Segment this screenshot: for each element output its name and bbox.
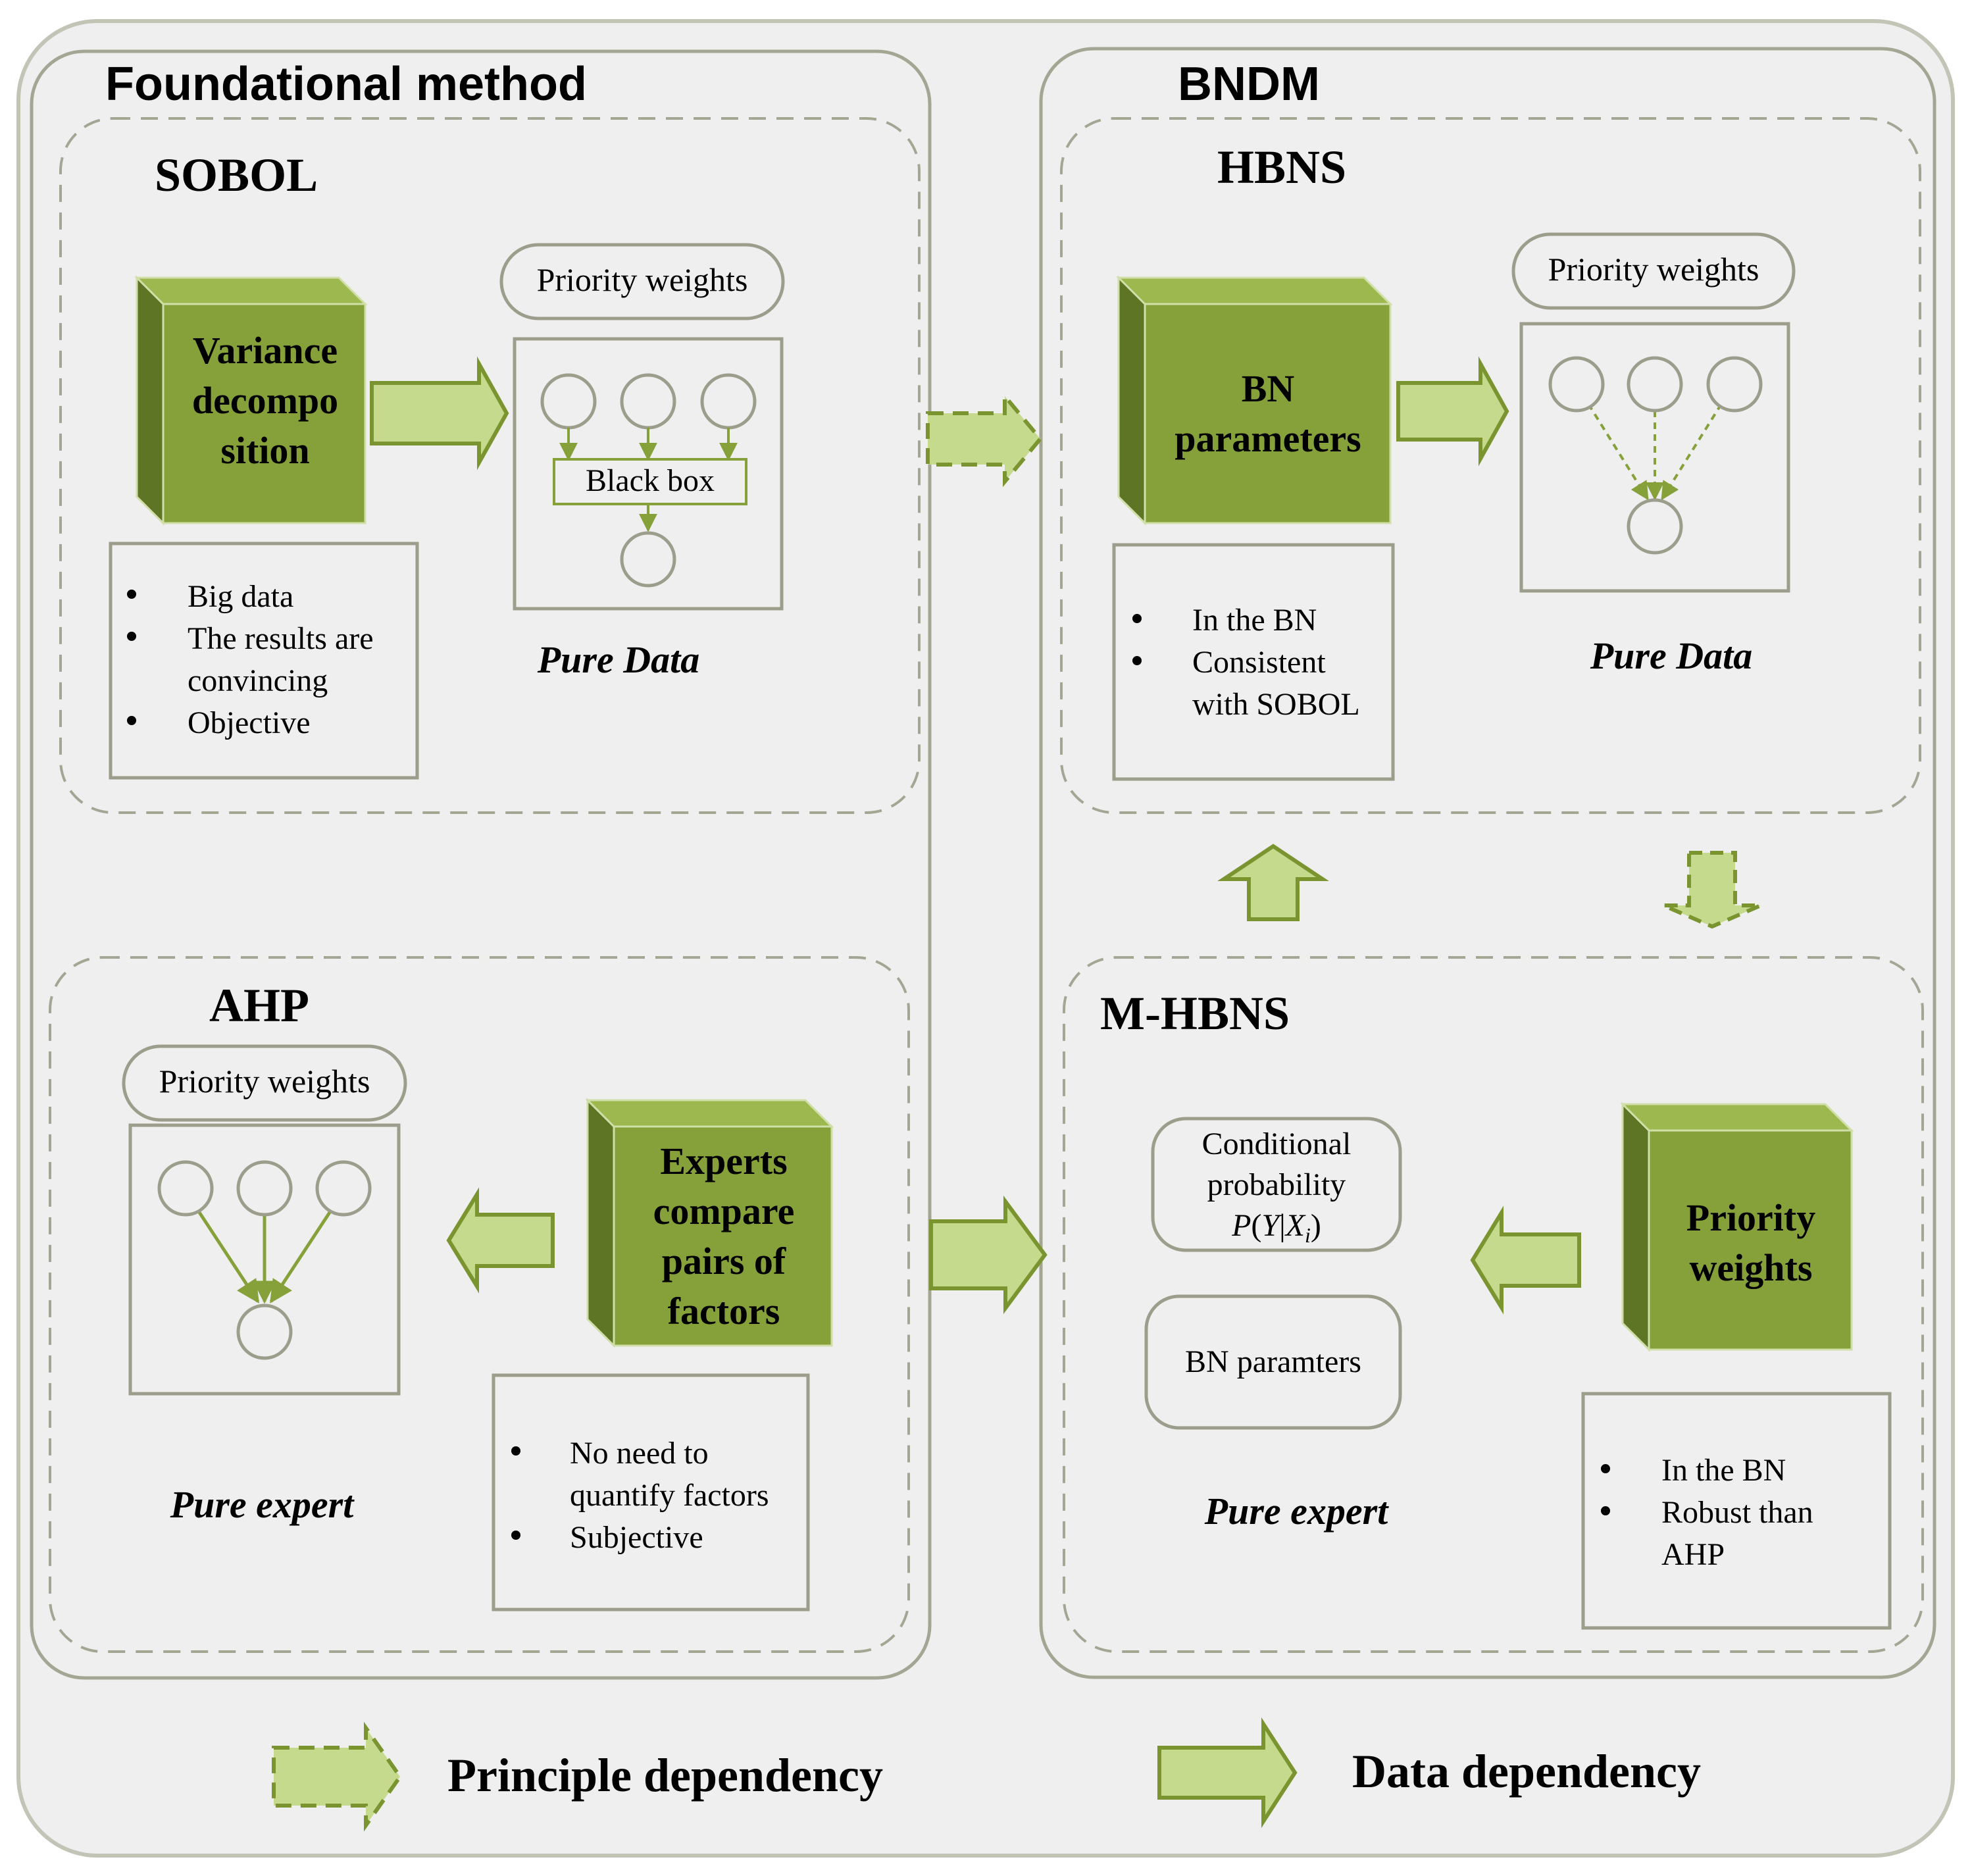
- hbns-bullet-2-line-2: with SOBOL: [1192, 687, 1360, 722]
- hbns-section: HBNS BN parameters Priority weights: [1060, 117, 1921, 814]
- ahp-bullet-box: No need to quantify factors Subjective: [492, 1373, 810, 1611]
- sobol-data-arrow: [370, 356, 509, 470]
- m-hbns-caption: Pure expert: [1204, 1490, 1390, 1533]
- m-hbns-dashed-box: [1063, 956, 1924, 1653]
- hbns-cube-line-2: parameters: [1175, 417, 1361, 460]
- ahp-caption: Pure expert: [170, 1483, 355, 1526]
- hbns-priority-weights-label: Priority weights: [1548, 251, 1759, 288]
- hbns-caption: Pure Data: [1590, 634, 1753, 677]
- hbns-input-node: [1548, 356, 1605, 413]
- ahp-cube-line-2: compare: [653, 1190, 795, 1232]
- sobol-cube-line-3: sition: [220, 429, 309, 472]
- ahp-bullet-1-line-1: No need to: [570, 1436, 709, 1471]
- legend-data-label: Data dependency: [1352, 1745, 1701, 1798]
- hbns-cube-line-1: BN: [1242, 367, 1295, 410]
- hbns-bullet-2-line-1: Consistent: [1192, 645, 1326, 680]
- m-hbns-section: M-HBNS Conditional probability P(Y|Xi) B…: [1063, 956, 1924, 1653]
- sobol-input-node: [620, 373, 676, 430]
- conditional-probability-pill: Conditional probability P(Y|Xi): [1151, 1117, 1402, 1252]
- sobol-input-node: [700, 373, 757, 430]
- sobol-section: SOBOL Variance decompo sition Priority w…: [59, 117, 921, 814]
- legend-principle-arrow: [272, 1721, 403, 1832]
- ahp-input-node: [236, 1160, 293, 1217]
- m-hbns-title: M-HBNS: [1100, 987, 1290, 1040]
- m-hbns-bullet-1: In the BN: [1661, 1453, 1786, 1488]
- sobol-cube-line-2: decompo: [192, 379, 338, 422]
- sobol-bullet-2-line-1: The results are: [188, 621, 374, 656]
- principle-dependency-arrow-hbns-to-mhbns: [1662, 851, 1762, 929]
- ahp-output-node: [236, 1304, 293, 1360]
- experts-compare-cube: Experts compare pairs of factors: [585, 1098, 834, 1348]
- m-hbns-cube-line-2: weights: [1690, 1246, 1813, 1289]
- bndm-title: BNDM: [1178, 58, 1320, 111]
- hbns-dashed-box: [1060, 117, 1921, 814]
- hbns-priority-weights-pill: Priority weights: [1511, 232, 1796, 310]
- sobol-bullet-box: Big data The results are convincing Obje…: [109, 542, 419, 780]
- ahp-title: AHP: [209, 979, 309, 1032]
- ahp-bullet-2: Subjective: [570, 1520, 703, 1555]
- sobol-bullet-1: Big data: [188, 579, 293, 614]
- bn-paramters-label: BN paramters: [1185, 1344, 1361, 1379]
- m-hbns-cube-line-1: Priority: [1686, 1196, 1815, 1239]
- ahp-network-box: [128, 1123, 401, 1396]
- hbns-bullet-1: In the BN: [1192, 603, 1317, 638]
- ahp-bullet-1-line-2: quantify factors: [570, 1478, 769, 1513]
- legend-principle-label: Principle dependency: [447, 1749, 883, 1802]
- sobol-output-node: [620, 531, 676, 588]
- ahp-cube-line-1: Experts: [660, 1140, 787, 1182]
- foundational-method-title: Foundational method: [105, 58, 587, 111]
- m-hbns-bullet-2-line-1: Robust than: [1661, 1495, 1813, 1530]
- legend: Principle dependency Data dependency: [272, 1717, 1701, 1832]
- sobol-priority-weights-pill: Priority weights: [499, 243, 785, 320]
- sobol-input-node: [540, 373, 597, 430]
- hbns-network-box: [1519, 322, 1790, 593]
- ahp-priority-weights-label: Priority weights: [159, 1063, 370, 1100]
- principle-dependency-arrow-sobol-to-hbns: [926, 390, 1043, 488]
- sobol-priority-weights-label: Priority weights: [537, 261, 748, 298]
- hbns-output-node: [1627, 498, 1683, 555]
- ahp-dashed-box: [49, 956, 910, 1653]
- hbns-title: HBNS: [1217, 141, 1346, 193]
- data-dependency-arrow-mhbns-to-hbns: [1217, 844, 1329, 921]
- black-box: [553, 458, 747, 505]
- ahp-input-node: [315, 1160, 372, 1217]
- bn-paramters-pill: BN paramters: [1144, 1294, 1402, 1430]
- ahp-data-arrow: [446, 1187, 555, 1294]
- hbns-input-node: [1706, 356, 1763, 413]
- m-hbns-data-arrow: [1470, 1205, 1581, 1315]
- sobol-bullet-2-line-2: convincing: [188, 663, 328, 698]
- hbns-data-arrow: [1396, 356, 1509, 467]
- ahp-input-node: [157, 1160, 214, 1217]
- ahp-cube-line-4: factors: [668, 1290, 780, 1332]
- sobol-bullet-3: Objective: [188, 705, 311, 740]
- sobol-title: SOBOL: [155, 149, 318, 201]
- hbns-bullet-box: In the BN Consistent with SOBOL: [1112, 543, 1395, 781]
- ahp-priority-weights-pill: Priority weights: [122, 1044, 407, 1122]
- variance-decomposition-cube: Variance decompo sition: [134, 275, 368, 526]
- bn-parameters-cube: BN parameters: [1116, 275, 1393, 526]
- cond-prob-line-1: Conditional: [1202, 1127, 1352, 1161]
- m-hbns-bullet-2-line-2: AHP: [1661, 1537, 1725, 1572]
- priority-weights-cube: Priority weights: [1620, 1102, 1854, 1352]
- sobol-cube-line-1: Variance: [193, 329, 338, 372]
- cond-prob-line-2: probability: [1207, 1167, 1346, 1202]
- sobol-network-box: Black box: [513, 337, 784, 611]
- m-hbns-bullet-box: In the BN Robust than AHP: [1581, 1392, 1892, 1630]
- black-box-label: Black box: [586, 463, 715, 498]
- sobol-caption: Pure Data: [537, 638, 700, 681]
- legend-data-arrow: [1157, 1717, 1298, 1829]
- sobol-dashed-box: [59, 117, 921, 814]
- hbns-input-node: [1627, 356, 1683, 413]
- ahp-cube-line-3: pairs of: [662, 1240, 786, 1282]
- ahp-section: AHP Priority weights Experts compare pai…: [49, 956, 910, 1653]
- data-dependency-arrow-ahp-to-mhbns: [929, 1195, 1048, 1315]
